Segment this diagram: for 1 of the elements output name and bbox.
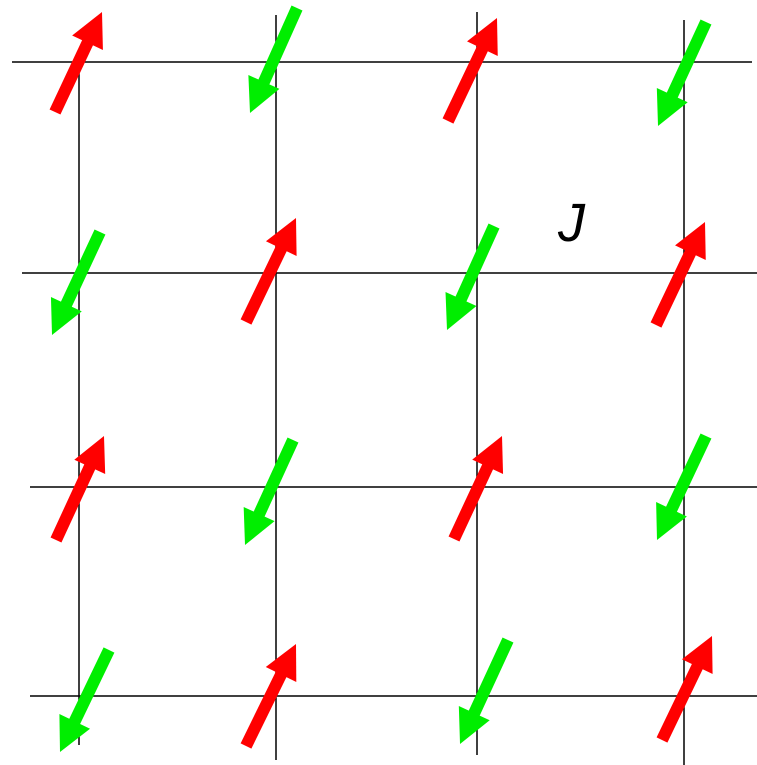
coupling-label: J <box>558 196 585 250</box>
